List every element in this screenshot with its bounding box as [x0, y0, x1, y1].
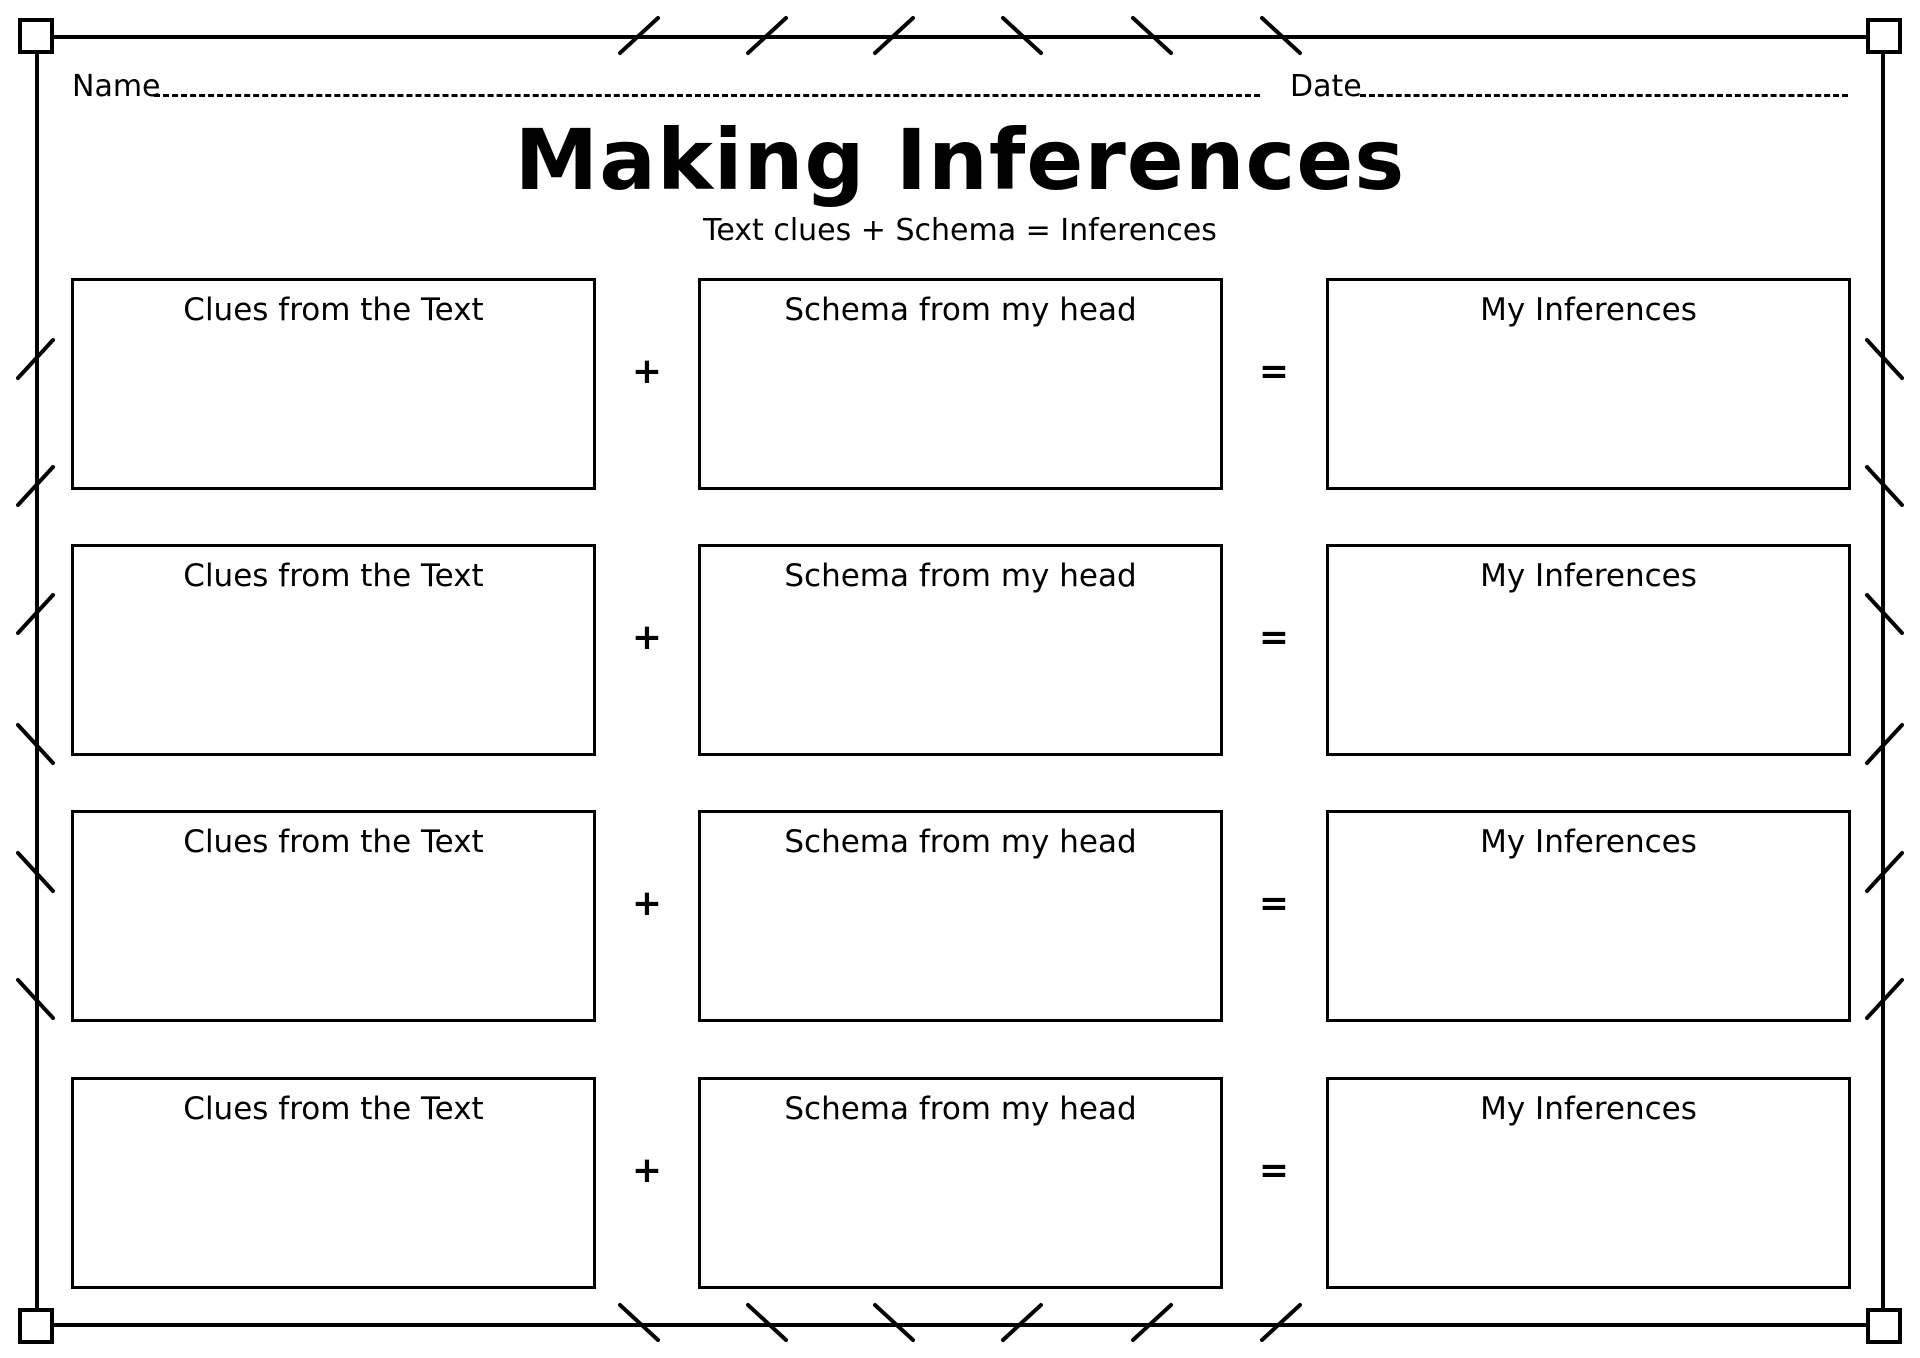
schema-box[interactable]: Schema from my head: [698, 1077, 1223, 1289]
clues-box[interactable]: Clues from the Text: [71, 1077, 596, 1289]
frame-tick-mark: [1865, 593, 1904, 635]
page-subtitle: Text clues + Schema = Inferences: [703, 213, 1217, 248]
schema-box-label: Schema from my head: [784, 292, 1137, 328]
frame-tick-mark: [1865, 851, 1904, 893]
frame-tick-mark: [16, 465, 55, 507]
clues-box-label: Clues from the Text: [183, 1091, 484, 1127]
inference-box-label: My Inferences: [1480, 1091, 1697, 1127]
clues-box[interactable]: Clues from the Text: [71, 810, 596, 1022]
frame-tick-mark: [16, 593, 55, 635]
frame-tick-mark: [1865, 978, 1904, 1020]
clues-box[interactable]: Clues from the Text: [71, 278, 596, 490]
frame-tick-mark: [618, 1303, 660, 1342]
plus-sign: +: [631, 617, 663, 658]
inference-box[interactable]: My Inferences: [1326, 810, 1851, 1022]
equals-sign: =: [1258, 883, 1290, 924]
frame-tick-mark: [16, 723, 55, 765]
frame-tick-mark: [1865, 465, 1904, 507]
frame-tick-mark: [1001, 16, 1043, 55]
inference-box-label: My Inferences: [1480, 292, 1697, 328]
frame-tick-mark: [1260, 1303, 1302, 1342]
plus-sign: +: [631, 883, 663, 924]
frame-tick-mark: [746, 16, 788, 55]
clues-box-label: Clues from the Text: [183, 558, 484, 594]
corner-square-bottom-left: [18, 1308, 54, 1344]
frame-tick-mark: [873, 1303, 915, 1342]
frame-tick-mark: [1865, 723, 1904, 765]
equals-sign: =: [1258, 617, 1290, 658]
date-line[interactable]: [1360, 94, 1848, 97]
frame-tick-mark: [1260, 16, 1302, 55]
frame-tick-mark: [746, 1303, 788, 1342]
frame-tick-mark: [16, 851, 55, 893]
inference-box[interactable]: My Inferences: [1326, 278, 1851, 490]
corner-square-top-right: [1866, 18, 1902, 54]
schema-box[interactable]: Schema from my head: [698, 544, 1223, 756]
schema-box-label: Schema from my head: [784, 824, 1137, 860]
schema-box-label: Schema from my head: [784, 558, 1137, 594]
inference-box-label: My Inferences: [1480, 558, 1697, 594]
frame-tick-mark: [16, 978, 55, 1020]
clues-box-label: Clues from the Text: [183, 824, 484, 860]
inference-box[interactable]: My Inferences: [1326, 544, 1851, 756]
frame-tick-mark: [1865, 338, 1904, 380]
frame-tick-mark: [1131, 16, 1173, 55]
corner-square-bottom-right: [1866, 1308, 1902, 1344]
schema-box[interactable]: Schema from my head: [698, 810, 1223, 1022]
schema-box-label: Schema from my head: [784, 1091, 1137, 1127]
plus-sign: +: [631, 1150, 663, 1191]
clues-box[interactable]: Clues from the Text: [71, 544, 596, 756]
frame-tick-mark: [873, 16, 915, 55]
clues-box-label: Clues from the Text: [183, 292, 484, 328]
name-line[interactable]: [154, 94, 1260, 97]
frame-tick-mark: [1001, 1303, 1043, 1342]
frame-tick-mark: [16, 338, 55, 380]
schema-box[interactable]: Schema from my head: [698, 278, 1223, 490]
page-title: Making Inferences: [514, 111, 1406, 209]
equals-sign: =: [1258, 351, 1290, 392]
inference-box[interactable]: My Inferences: [1326, 1077, 1851, 1289]
inference-box-label: My Inferences: [1480, 824, 1697, 860]
frame-tick-mark: [1131, 1303, 1173, 1342]
equals-sign: =: [1258, 1150, 1290, 1191]
corner-square-top-left: [18, 18, 54, 54]
plus-sign: +: [631, 351, 663, 392]
name-label: Name: [72, 69, 161, 104]
frame-tick-mark: [618, 16, 660, 55]
date-label: Date: [1290, 69, 1362, 104]
